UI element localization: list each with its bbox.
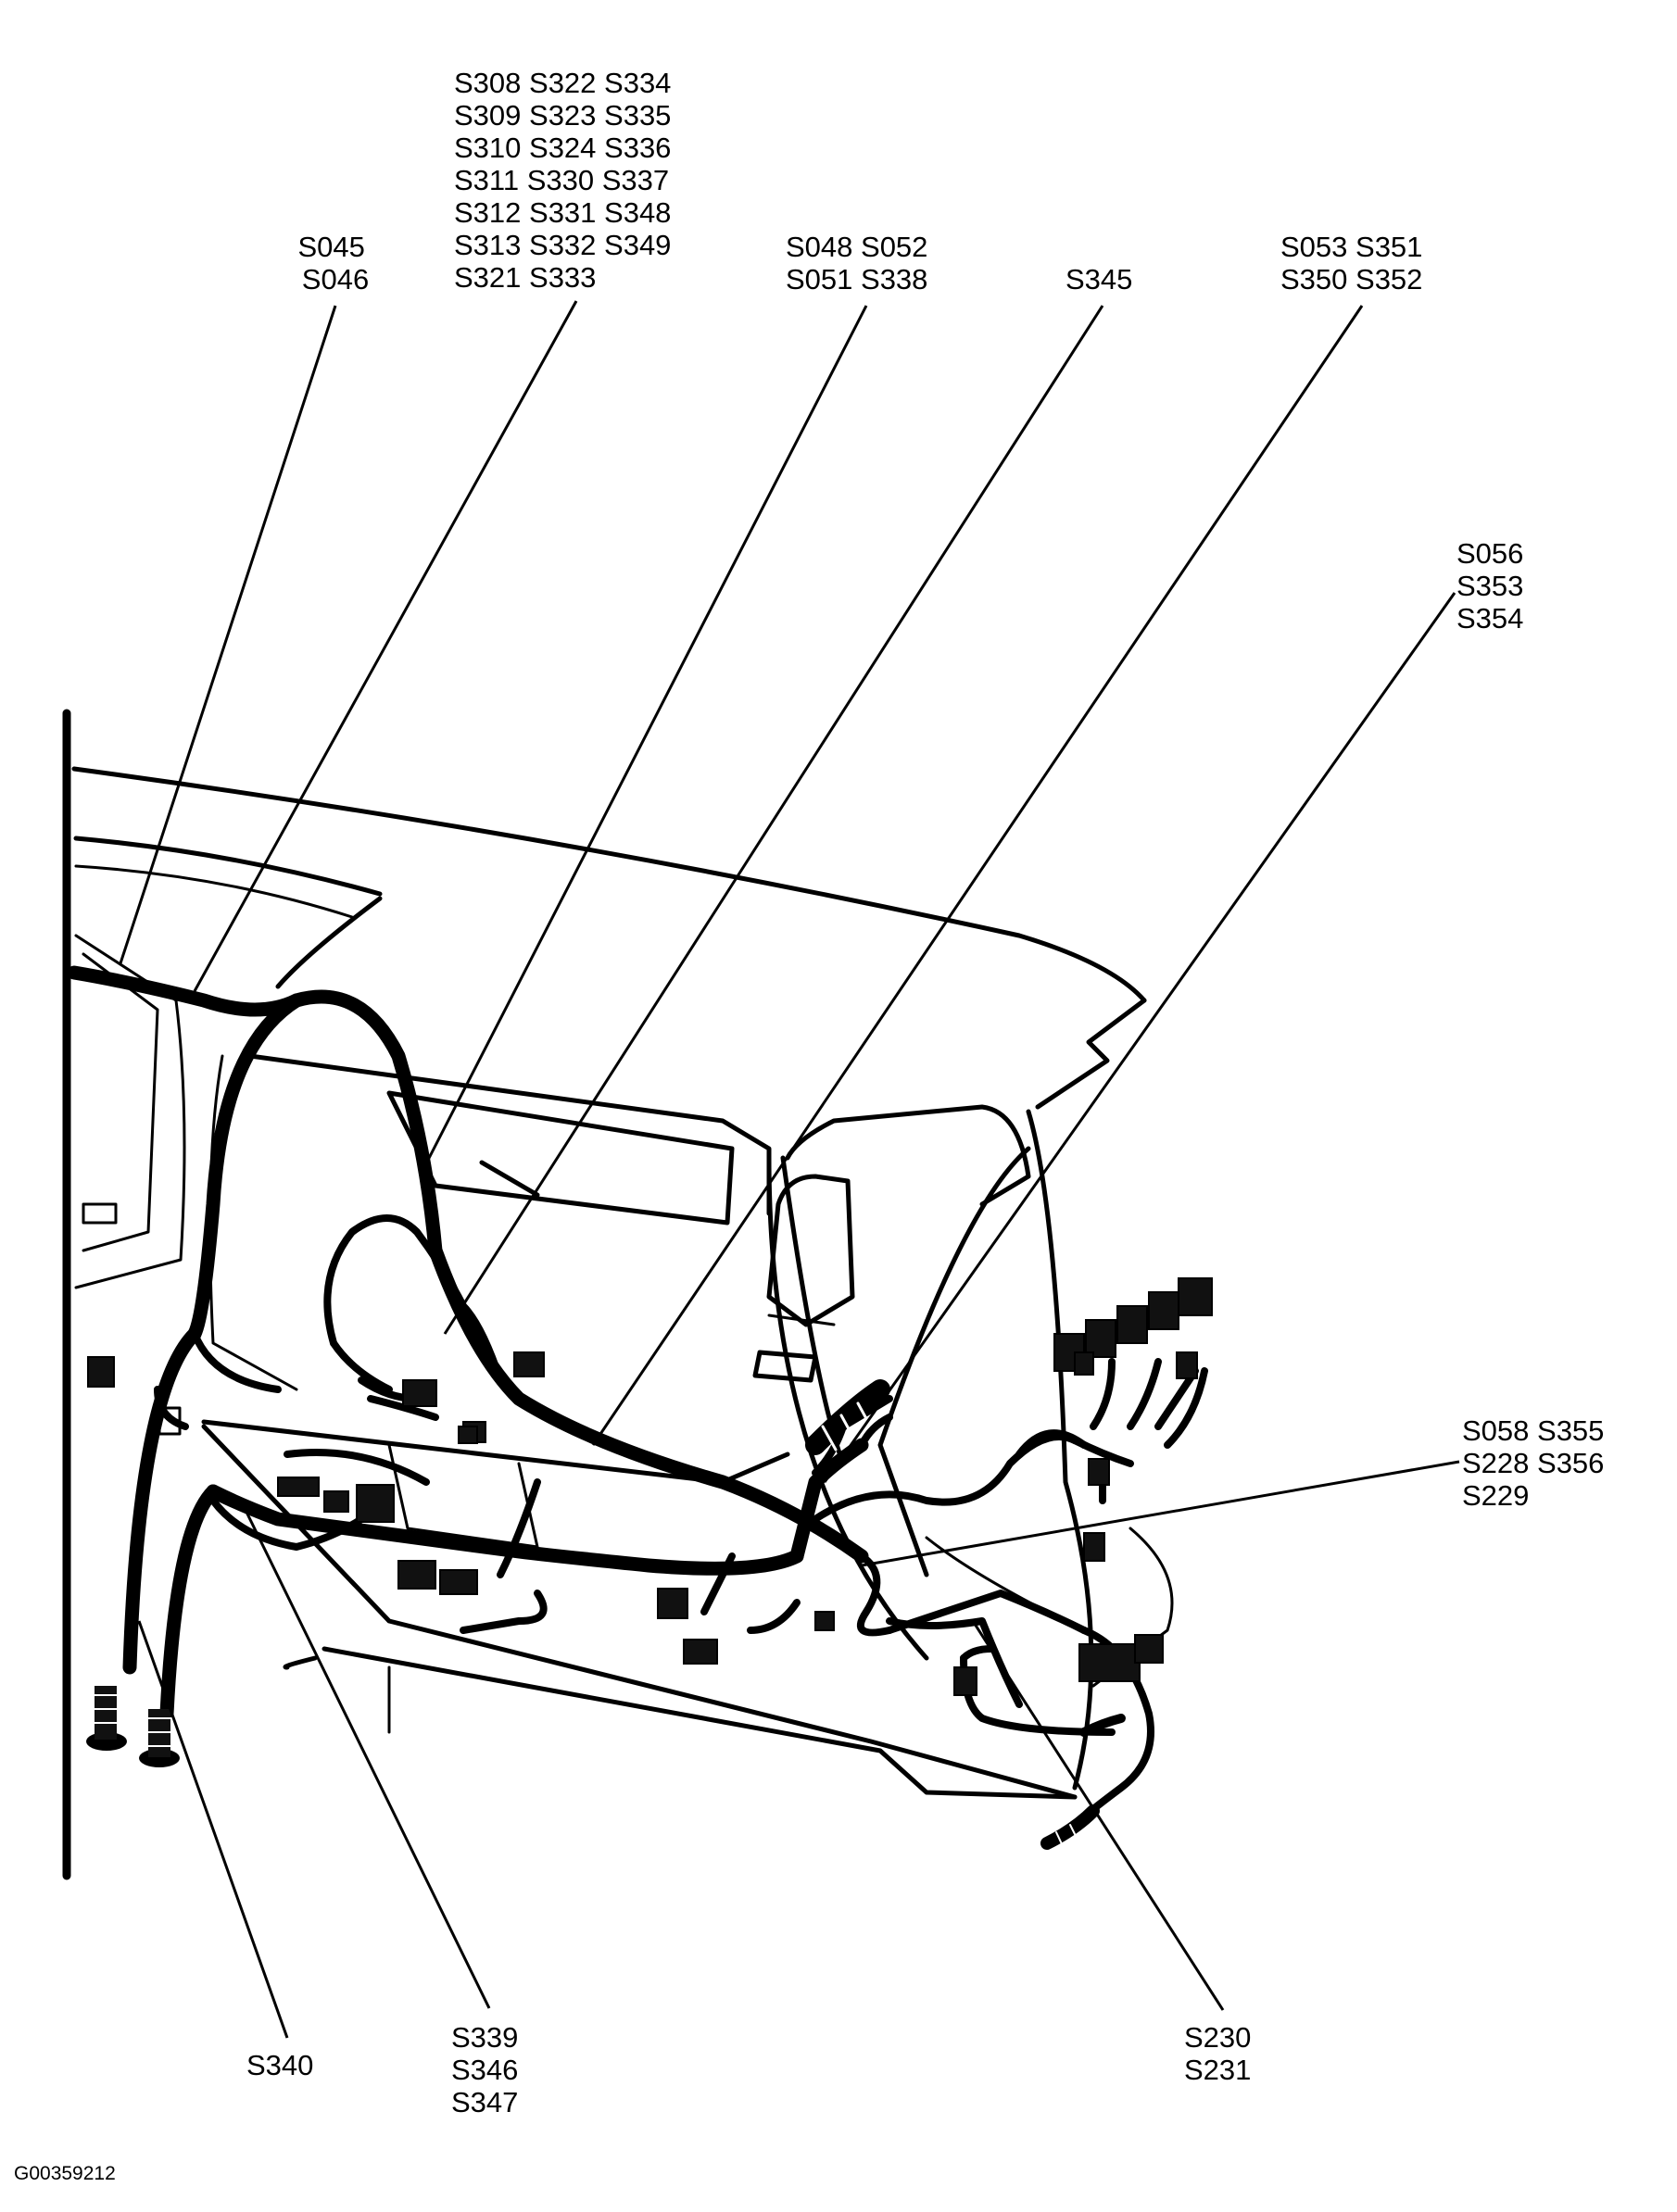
connector-block: [657, 1588, 688, 1619]
callout-s053: S053 S351 S350 S352: [1280, 231, 1431, 295]
leader-s056: [823, 592, 1456, 1483]
connector-block: [1074, 1351, 1094, 1376]
callout-s230: S230 S231: [1184, 2021, 1259, 2086]
leader-s048: [422, 305, 868, 1168]
callout-s058: S058 S355 S228 S356 S229: [1462, 1414, 1612, 1512]
connector-block: [1078, 1643, 1141, 1682]
dash-panel-outline: [62, 709, 1174, 1880]
connector-block: [1085, 1319, 1116, 1358]
connector-block: [814, 1611, 835, 1631]
figure-id: G00359212: [14, 2163, 116, 2184]
leader-s045: [119, 305, 337, 964]
leader-s308: [193, 300, 578, 992]
connector-block: [1178, 1277, 1213, 1316]
callout-s340: S340: [246, 2049, 313, 2081]
connector-block: [87, 1356, 115, 1388]
leader-s058: [861, 1460, 1460, 1567]
connector-block: [356, 1484, 395, 1523]
harness-connectors: [87, 1277, 1213, 1696]
callout-s045: S045 S046: [297, 231, 372, 295]
connector-block: [1148, 1291, 1179, 1330]
connector-block: [1116, 1305, 1148, 1344]
callout-s308: S308 S322 S334 S309 S323 S335 S310 S324 …: [454, 67, 679, 294]
connector-block: [402, 1379, 437, 1407]
grommet-center-left: [139, 1709, 180, 1767]
connector-block: [458, 1426, 478, 1444]
connector-block: [397, 1560, 436, 1590]
callout-labels: S045 S046 S308 S322 S334 S309 S323 S335 …: [14, 67, 1612, 2184]
grommet-left: [86, 1686, 127, 1751]
connector-block: [1176, 1351, 1198, 1379]
callout-s048: S048 S052 S051 S338: [786, 231, 936, 295]
callout-s345: S345: [1065, 263, 1132, 295]
connector-block: [1088, 1458, 1110, 1486]
connector-block: [158, 1406, 182, 1436]
leader-s230: [971, 1620, 1225, 2011]
grommet-corrugated-lower: [1040, 1804, 1100, 1850]
connector-block: [953, 1666, 977, 1696]
grommet-corrugated-right: [1079, 1714, 1126, 1737]
connector-block: [1134, 1634, 1164, 1664]
leader-s053: [591, 305, 1364, 1446]
connector-block: [1083, 1532, 1105, 1562]
callout-leaders: [119, 300, 1460, 2039]
connector-block: [513, 1351, 545, 1377]
callout-s339: S339 S346 S347: [451, 2021, 526, 2118]
leader-s340: [137, 1620, 289, 2039]
connector-block: [439, 1569, 478, 1595]
grommets: [86, 1379, 1126, 1850]
main-wire-harness: [67, 965, 1208, 1829]
leader-s339: [239, 1500, 491, 2009]
callout-s056: S056 S353 S354: [1456, 537, 1532, 635]
connector-block: [323, 1490, 349, 1513]
connector-block: [277, 1477, 320, 1497]
connector-block: [683, 1639, 718, 1665]
leader-s345: [443, 305, 1104, 1335]
